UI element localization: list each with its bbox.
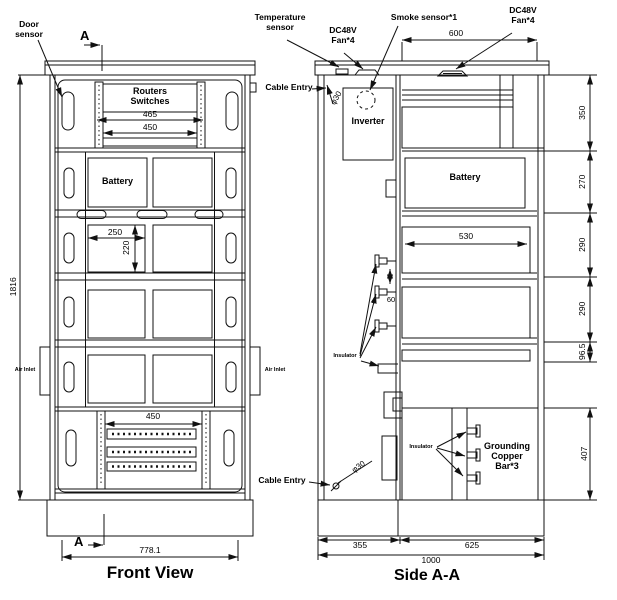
rack-rail: [96, 410, 106, 490]
dim-96-5: 96.5: [577, 343, 588, 361]
dim-350: 350: [577, 105, 588, 120]
terminal-strip: [106, 446, 197, 458]
side-view-drawing: [286, 25, 597, 560]
inverter-box: [342, 87, 394, 161]
dim-1816-lines: [17, 74, 48, 501]
air-inlet-left: [39, 346, 51, 396]
door-sensor-leader: [37, 39, 63, 98]
door-side-items: [359, 179, 403, 481]
front-view-caption: Front View: [106, 563, 194, 582]
section-a-marker-top: A: [80, 28, 90, 43]
fan-right: [436, 70, 469, 77]
front-view-drawing: [17, 39, 261, 561]
smoke-sensor-circle: [356, 90, 376, 110]
cable-entry-top-symbol: [311, 84, 334, 105]
dim-625: 625: [464, 540, 480, 550]
sensor-leaders: [286, 25, 513, 91]
routers-switches-label: Routers Switches: [130, 86, 170, 107]
smoke-sensor-label: Smoke sensor*1: [390, 12, 458, 22]
dim-1816: 1816: [8, 277, 19, 297]
standoff-insulators: [374, 254, 396, 333]
dim-465: 465: [142, 109, 158, 119]
dim-220: 220: [121, 240, 132, 255]
dim-355: 355: [352, 540, 368, 550]
dim-600: 600: [448, 28, 464, 38]
dc48v-fan-left-label: DC48V Fan*4: [329, 25, 357, 45]
dim-290-a: 290: [577, 237, 588, 252]
battery-box-side: [404, 157, 526, 209]
equipment-shelf: [63, 354, 237, 404]
dim-290-b: 290: [577, 301, 588, 316]
vent-slot: [225, 91, 239, 131]
cable-entry-hole-front: [249, 82, 257, 93]
rack-rail: [196, 81, 206, 149]
dim-1000: 1000: [421, 555, 441, 565]
dim-778-lines: [61, 540, 239, 561]
dim-778-1: 778.1: [139, 545, 161, 555]
rack-rail: [201, 410, 211, 490]
dim-530: 530: [458, 231, 474, 241]
dc48v-fan-right-label: DC48V Fan*4: [509, 5, 537, 25]
vent-slot: [194, 210, 224, 219]
equipment-shelf: [63, 289, 237, 339]
rack-rail: [94, 81, 104, 149]
dim-270: 270: [577, 174, 588, 189]
battery-shelf-front: [63, 157, 237, 208]
roof-side: [314, 60, 550, 76]
temperature-sensor-label: Temperature sensor: [254, 12, 306, 32]
terminal-strip: [106, 461, 197, 472]
inverter-label: Inverter: [351, 116, 385, 126]
side-rack: [401, 75, 544, 362]
bottom-rack: [65, 410, 235, 490]
cable-entry-bottom-label: Cable Entry: [258, 475, 306, 485]
air-inlet-right-label: Air Inlet: [264, 367, 286, 373]
door-sensor-label: Door sensor: [15, 19, 43, 39]
battery-label-front: Battery: [101, 176, 133, 186]
dimension-chain-right: [544, 74, 597, 501]
fan-left: [353, 69, 381, 76]
section-a-marker-bottom: A: [74, 534, 84, 549]
vent-slot: [61, 91, 75, 131]
battery-label-side: Battery: [449, 172, 481, 182]
insulator-mid-label: Insulator: [333, 353, 357, 359]
vent-slot: [136, 210, 168, 219]
door-panel: [57, 79, 243, 493]
plinth-front: [46, 499, 254, 537]
grounding-copper-bar-label: Grounding Copper Bar*3: [484, 441, 530, 472]
side-view-caption: Side A-A: [393, 567, 461, 584]
dim-450-top: 450: [142, 122, 158, 132]
air-inlet-right: [249, 346, 261, 396]
dim-450-bottom: 450: [145, 411, 161, 421]
roof-front: [44, 60, 256, 76]
grounding-insulators: [466, 424, 481, 485]
dim-60: 60: [386, 295, 396, 304]
dimension-bottom: [317, 537, 545, 560]
insulator-bottom-label: Insulator: [409, 444, 433, 450]
dim-407: 407: [579, 446, 590, 461]
section-marker-lines: [84, 42, 105, 548]
cable-entry-top-label: Cable Entry: [265, 82, 313, 92]
dim-600-lines: [401, 37, 538, 61]
plinth-side: [317, 499, 545, 537]
dim-250: 250: [107, 227, 123, 237]
temperature-sensor-box: [335, 68, 349, 75]
terminal-strip: [106, 428, 197, 440]
vent-slot: [76, 210, 107, 219]
cable-entry-bottom-symbol: [308, 460, 373, 492]
air-inlet-left-label: Air Inlet: [14, 367, 36, 373]
grounding-compartment: [401, 407, 539, 501]
equipment-shelf: [63, 224, 237, 273]
